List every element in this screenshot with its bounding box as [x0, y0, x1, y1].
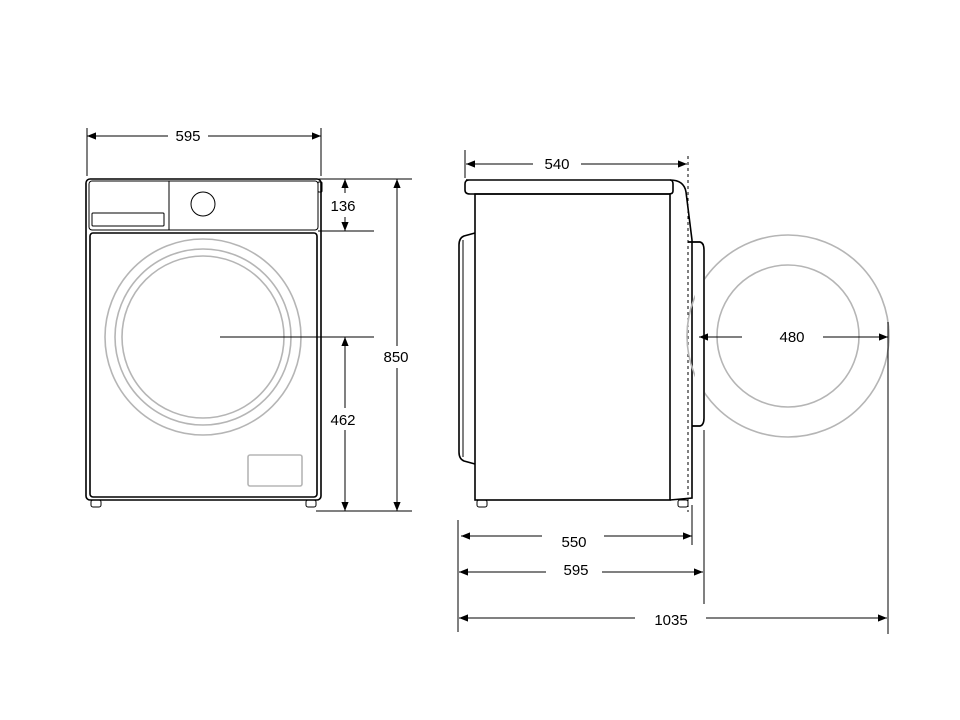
service-hatch [247, 454, 303, 487]
door-center-height-label: 462 [330, 412, 355, 429]
front-control-panel [88, 180, 319, 231]
depth-door-open-label: 1035 [654, 612, 687, 629]
side-body [474, 193, 671, 501]
panel-height-label: 136 [330, 198, 355, 215]
front-foot-right [305, 499, 317, 508]
front-view [85, 178, 323, 508]
side-foot-rear [476, 499, 488, 508]
front-width-label: 595 [175, 128, 200, 145]
door-open-inner [716, 264, 860, 408]
door-open-outer [686, 234, 890, 438]
rear-panel-bulge [458, 232, 476, 465]
front-dimensions: 595 136 462 850 [86, 128, 412, 512]
front-door-panel [89, 232, 318, 498]
door-diameter-label: 480 [779, 329, 804, 346]
side-view [458, 156, 890, 512]
side-foot-front [677, 499, 689, 508]
body-depth-label: 550 [561, 534, 586, 551]
depth-with-door-label: 595 [563, 562, 588, 579]
side-dimensions: 540 480 550 595 1035 [457, 150, 889, 634]
side-top-cover [464, 179, 674, 195]
detergent-drawer [91, 212, 165, 227]
side-front-profile [669, 179, 693, 501]
front-body-outline [85, 178, 322, 501]
program-dial-icon [190, 191, 216, 217]
top-depth-label: 540 [544, 156, 569, 173]
front-foot-left [90, 499, 102, 508]
total-height-label: 850 [383, 349, 408, 366]
